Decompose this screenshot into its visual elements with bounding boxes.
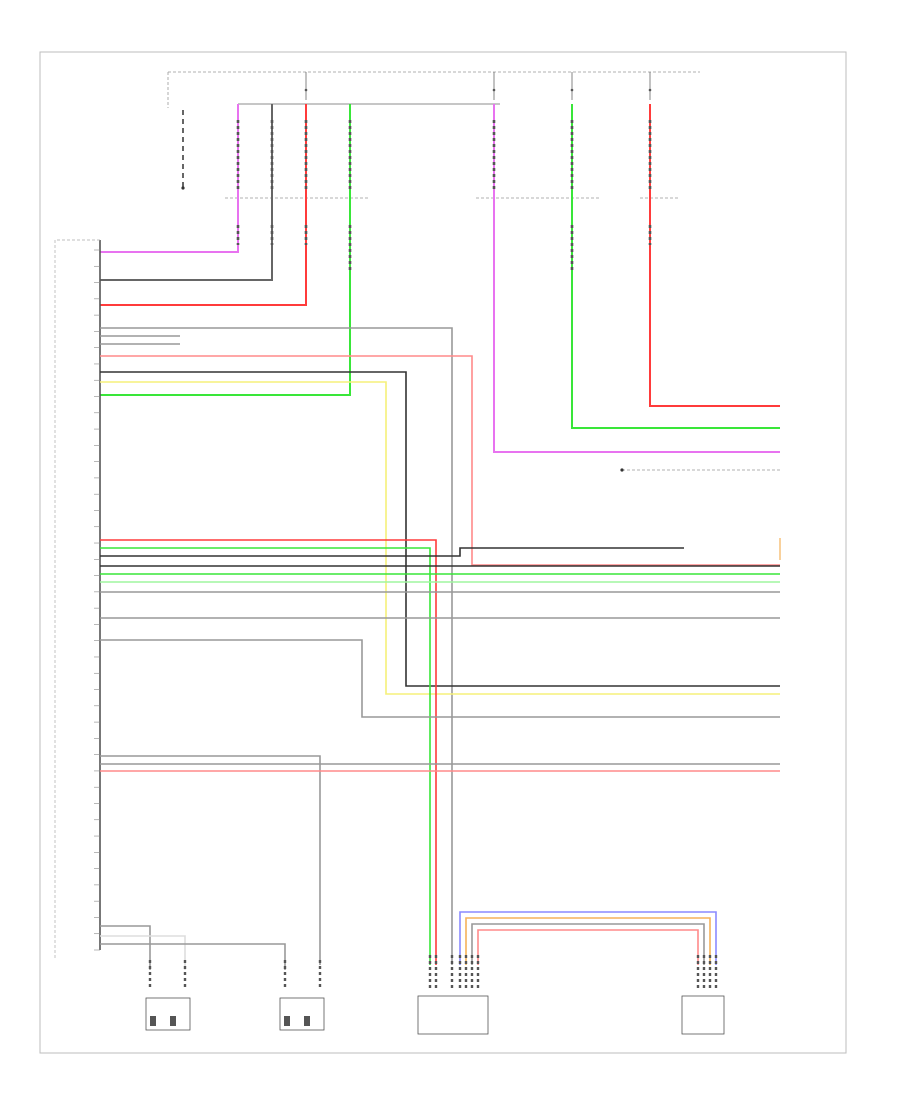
- bottom-connector-marks: [148, 955, 718, 990]
- ground-dot-left: [181, 186, 185, 190]
- fuse-drops: [305, 72, 651, 100]
- connector-marks: [236, 120, 652, 270]
- diagram-border: [39, 51, 847, 1054]
- top-wires: [100, 104, 780, 453]
- bottom-component-1: [145, 997, 191, 1031]
- ground-dot-right: [620, 468, 624, 472]
- fuse-symbols: [304, 88, 652, 92]
- module-pin-ticks: [94, 249, 100, 951]
- bottom-component-3: [417, 995, 489, 1035]
- left-module: [54, 239, 101, 960]
- module-wires: [100, 327, 780, 970]
- bottom-component-2: [279, 997, 325, 1031]
- bottom-component-4: [681, 995, 725, 1035]
- rear-harness: [459, 911, 717, 965]
